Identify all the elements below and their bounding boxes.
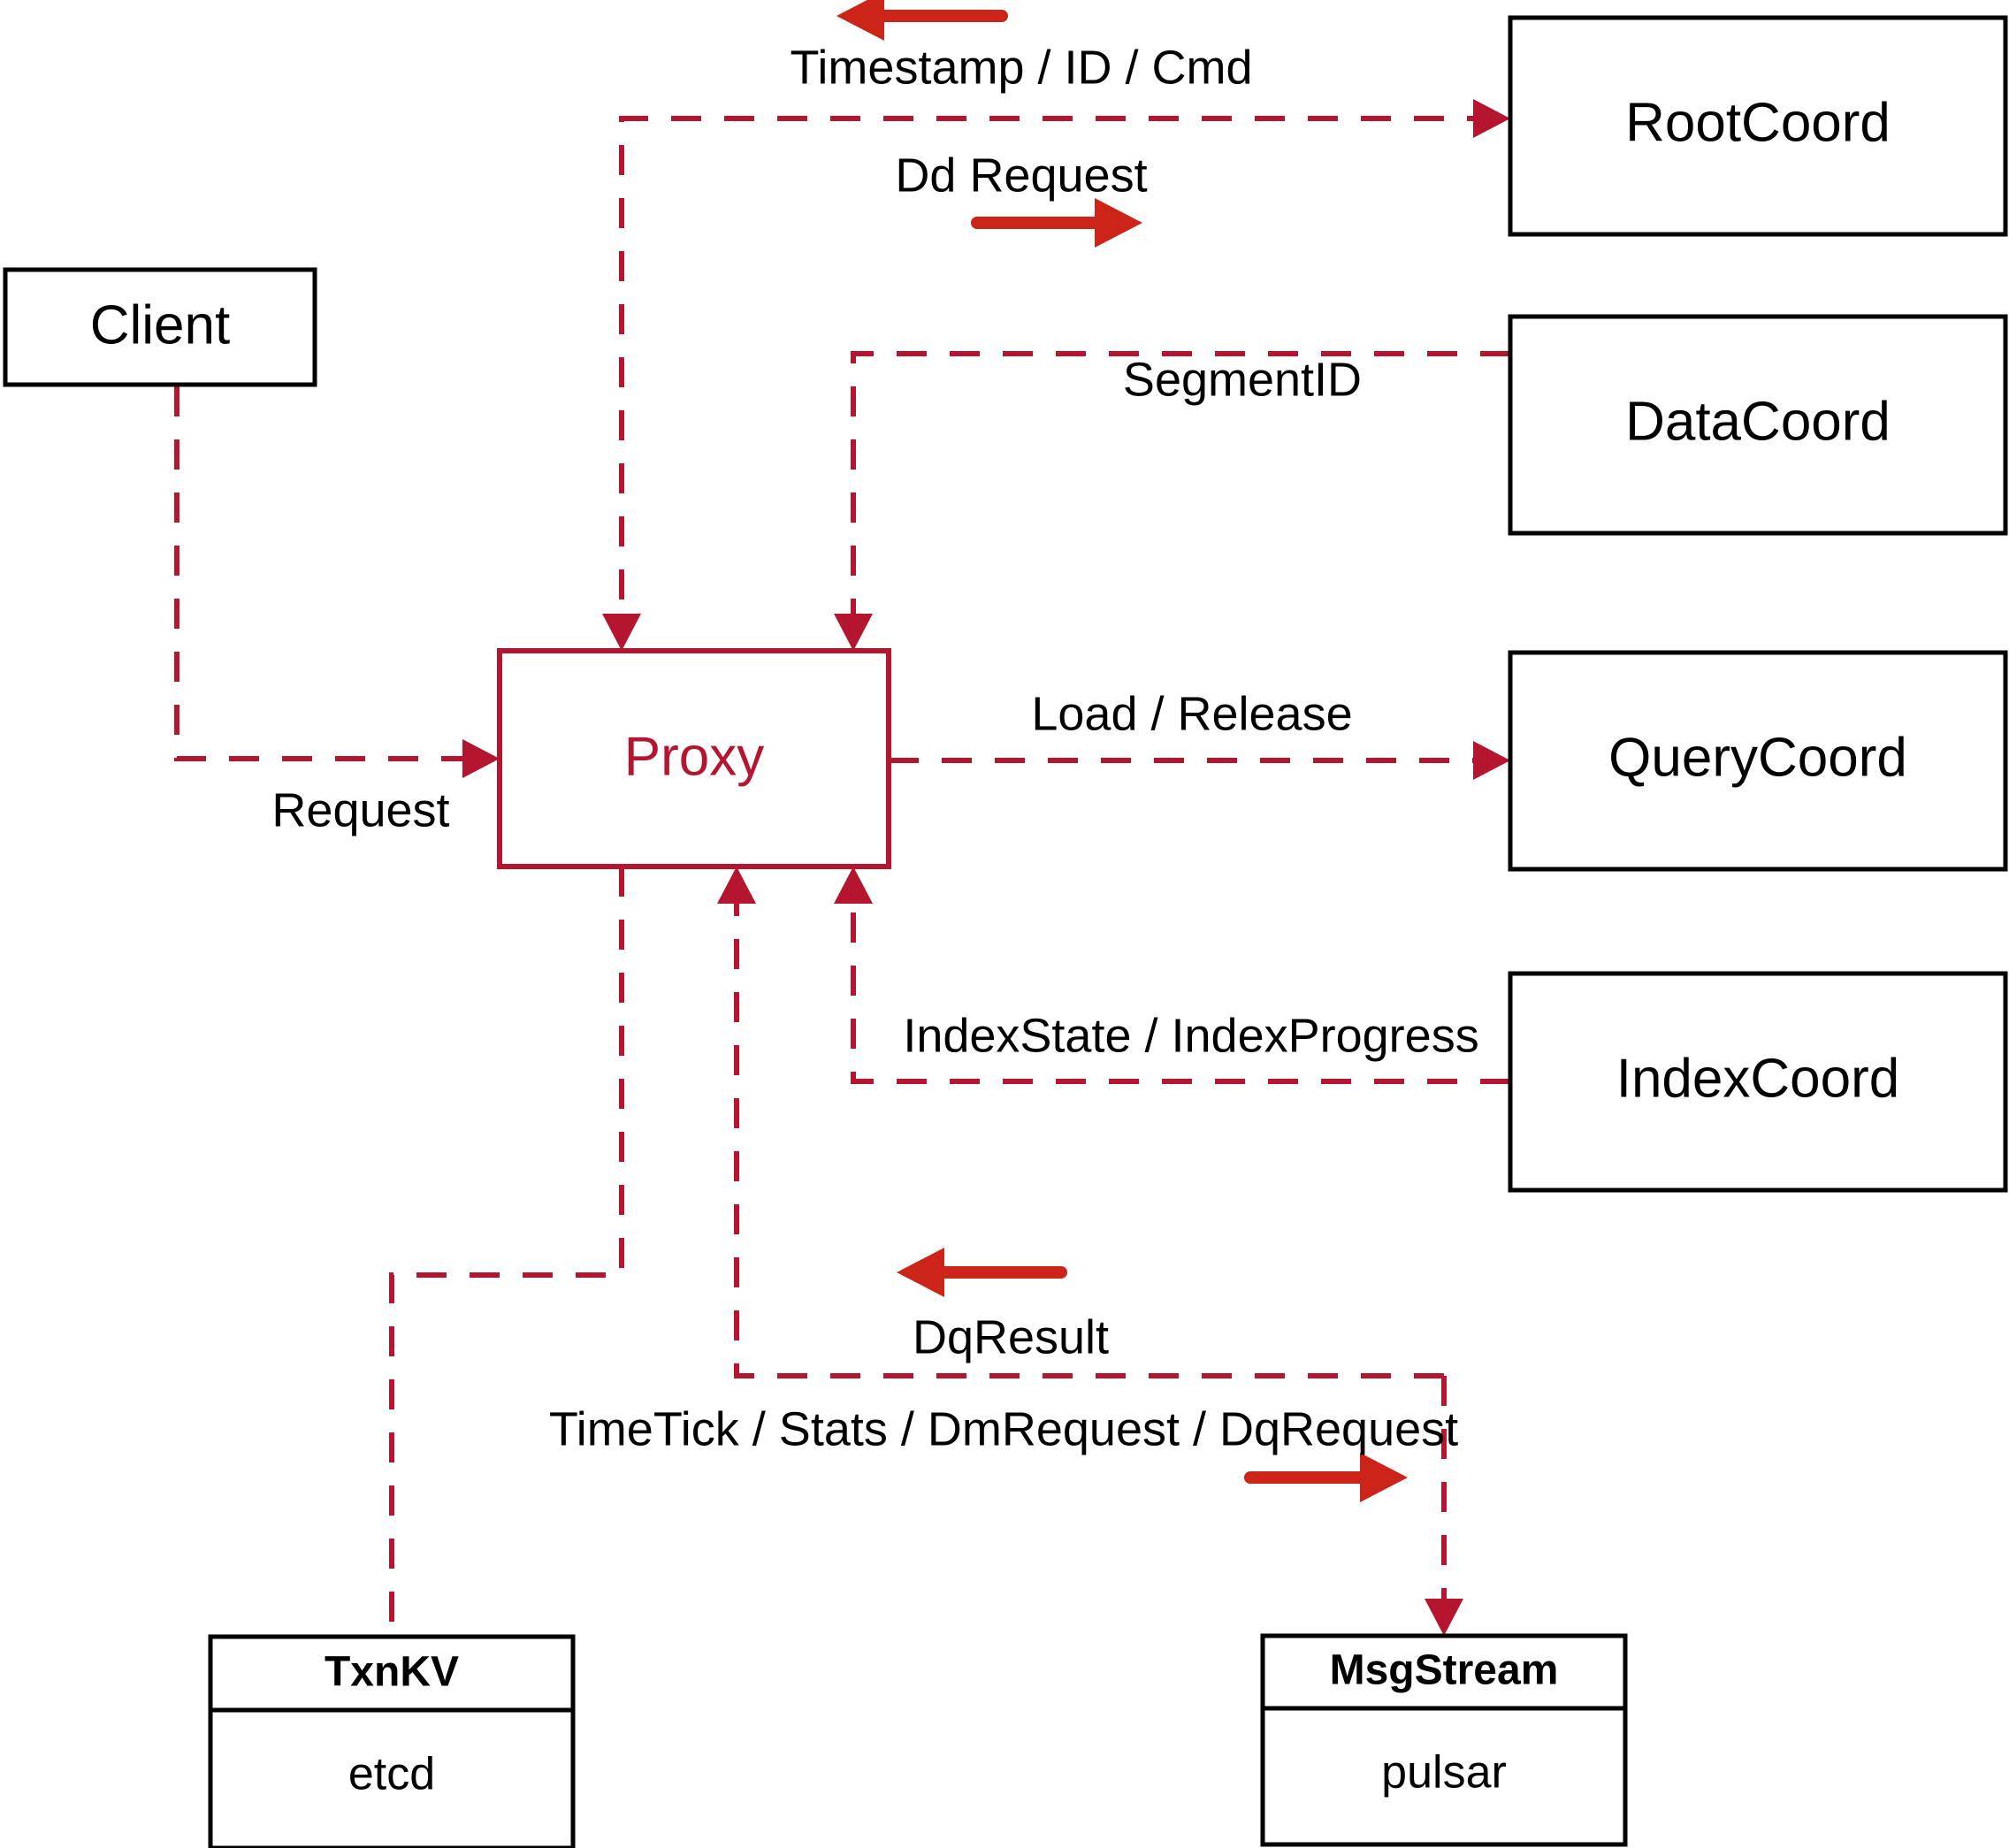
node-txnkv-label: TxnKV [325, 1649, 459, 1696]
node-datacoord[interactable]: DataCoord [1508, 314, 2008, 536]
edge-rootcoord-to-proxy [602, 116, 1497, 651]
edge-indexcoord-to-proxy-arrowhead [834, 867, 873, 904]
node-rootcoord-box [1508, 15, 2008, 237]
flow-arrow-timestamp-id-cmd-head [836, 0, 884, 41]
node-client-label: Client [90, 294, 231, 355]
node-msgstream-sublabel: pulsar [1381, 1747, 1507, 1798]
edge-label-timetick-stats-dmrequest-dqrequest: TimeTick / Stats / DmRequest / DqRequest [549, 1402, 1458, 1455]
edge-msgstream-to-proxy [717, 867, 1444, 1378]
edge-msgstream-to-proxy-path [734, 890, 1444, 1378]
node-proxy-box [497, 648, 891, 869]
node-indexcoord-box [1508, 971, 2008, 1193]
edge-client-to-proxy [174, 386, 500, 778]
node-datacoord-box [1508, 314, 2008, 536]
edge-indexcoord-to-proxy [834, 867, 1510, 1084]
edge-label-indexstate-indexprogress: IndexState / IndexProgress [903, 1009, 1478, 1062]
edge-proxy-to-msgstream [1425, 1376, 1463, 1636]
node-rootcoord-label: RootCoord [1625, 92, 1891, 153]
edge-label-request: Request [271, 783, 449, 836]
node-indexcoord-label: IndexCoord [1616, 1048, 1900, 1109]
node-txnkv-box [208, 1634, 576, 1848]
node-querycoord[interactable]: QueryCoord [1508, 650, 2008, 872]
node-datacoord-label: DataCoord [1625, 391, 1891, 452]
edge-rootcoord-to-proxy-arrowhead [602, 614, 641, 651]
flow-arrow-dqresult [897, 1248, 1067, 1297]
edge-label-timestamp-id-cmd: Timestamp / ID / Cmd [790, 41, 1252, 94]
edge-proxy-to-rootcoord-arrowhead [1473, 99, 1510, 138]
node-rootcoord[interactable]: RootCoord [1508, 15, 2008, 237]
flow-arrow-dqresult-head [897, 1248, 944, 1297]
node-querycoord-label: QueryCoord [1608, 727, 1907, 788]
edge-label-load-release: Load / Release [1031, 687, 1352, 740]
edge-proxy-to-rootcoord [1473, 99, 1510, 138]
flow-arrow-timetick-stats [1244, 1453, 1408, 1502]
node-proxy-label: Proxy [624, 726, 764, 787]
edge-datacoord-to-proxy-arrowhead [834, 614, 873, 651]
edge-msgstream-to-proxy-arrowhead [717, 867, 756, 904]
edge-proxy-to-txnkv [389, 867, 624, 1637]
node-msgstream[interactable]: MsgStream pulsar [1260, 1633, 1628, 1847]
edge-proxy-to-querycoord [889, 741, 1510, 780]
node-proxy[interactable]: Proxy [497, 648, 891, 869]
node-client[interactable]: Client [3, 267, 317, 387]
flow-arrow-timetick-stats-head [1360, 1453, 1408, 1502]
node-msgstream-label: MsgStream [1330, 1647, 1559, 1694]
edge-indexcoord-to-proxy-path [851, 890, 1510, 1084]
edge-label-dd-request: Dd Request [895, 149, 1147, 202]
node-client-box [3, 267, 317, 387]
flow-arrow-dd-request-head [1095, 198, 1142, 248]
edge-proxy-to-txnkv-path [389, 867, 624, 1637]
edge-client-to-proxy-path [174, 386, 477, 761]
node-txnkv[interactable]: TxnKV etcd [208, 1634, 576, 1848]
edge-label-segmentid: SegmentID [1123, 353, 1362, 406]
flow-arrow-dd-request [971, 198, 1142, 248]
edge-proxy-to-msgstream-arrowhead [1425, 1599, 1463, 1636]
node-indexcoord[interactable]: IndexCoord [1508, 971, 2008, 1193]
edge-rootcoord-to-proxy-path [619, 116, 1497, 628]
edge-label-dqresult: DqResult [913, 1310, 1109, 1363]
edge-client-to-proxy-arrowhead [462, 739, 500, 778]
flow-arrow-timestamp-id-cmd [836, 0, 1008, 41]
node-msgstream-box [1260, 1633, 1628, 1847]
edge-datacoord-to-proxy [834, 351, 1510, 651]
edge-datacoord-to-proxy-path [851, 351, 1510, 628]
edge-proxy-to-querycoord-arrowhead [1473, 741, 1510, 780]
node-txnkv-sublabel: etcd [348, 1749, 435, 1800]
node-querycoord-box [1508, 650, 2008, 872]
